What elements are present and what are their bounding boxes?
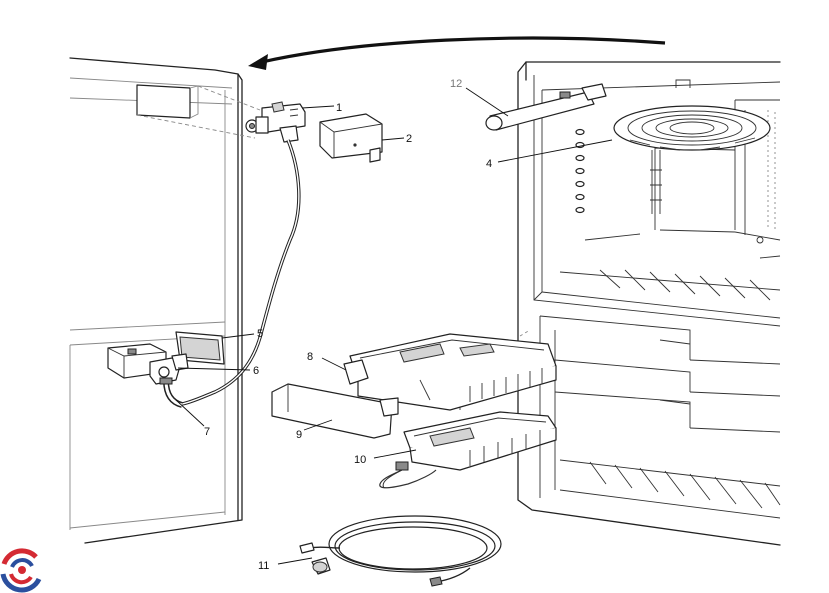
callout-7: 7 xyxy=(204,426,210,438)
part-2-valve-cover xyxy=(319,113,383,163)
shelf-slots xyxy=(575,128,585,214)
part-7-tube-connector xyxy=(159,377,183,408)
callout-6: 6 xyxy=(253,365,259,377)
refrigerator-cabinet xyxy=(517,61,781,546)
part-6-fitting xyxy=(149,353,189,385)
part-8-ice-maker xyxy=(343,329,557,411)
callout-10: 10 xyxy=(354,454,366,466)
callout-11: 11 xyxy=(258,560,269,572)
part-1-water-valve xyxy=(245,101,306,143)
callout-5: 5 xyxy=(257,328,263,340)
refrigerator-door xyxy=(69,57,261,544)
part-11-water-supply-tube xyxy=(299,515,502,587)
callout-12: 12 xyxy=(450,78,462,90)
callout-2: 2 xyxy=(406,133,412,145)
water-tube xyxy=(181,139,301,406)
callout-9: 9 xyxy=(296,429,302,441)
part-9-front-panel xyxy=(271,383,399,439)
callout-labels: 1 2 4 5 6 7 8 9 10 11 12 xyxy=(204,78,492,572)
part-4-fan-cover xyxy=(613,105,771,214)
brand-logo-icon xyxy=(0,548,43,593)
callout-1: 1 xyxy=(336,102,342,114)
callout-8: 8 xyxy=(307,351,313,363)
ice-tray-ribs xyxy=(469,430,541,466)
door-swing-arrow xyxy=(248,36,666,70)
callout-4: 4 xyxy=(486,158,492,170)
lower-floor-ribs xyxy=(589,461,781,509)
part-12-ice-maker-arm xyxy=(485,79,691,131)
ice-maker-ribs xyxy=(469,368,543,402)
part-5-panel-cover xyxy=(175,331,225,365)
part-10-ice-tray xyxy=(379,411,557,489)
upper-floor-ribs xyxy=(599,269,771,301)
leader-lines xyxy=(175,87,613,565)
